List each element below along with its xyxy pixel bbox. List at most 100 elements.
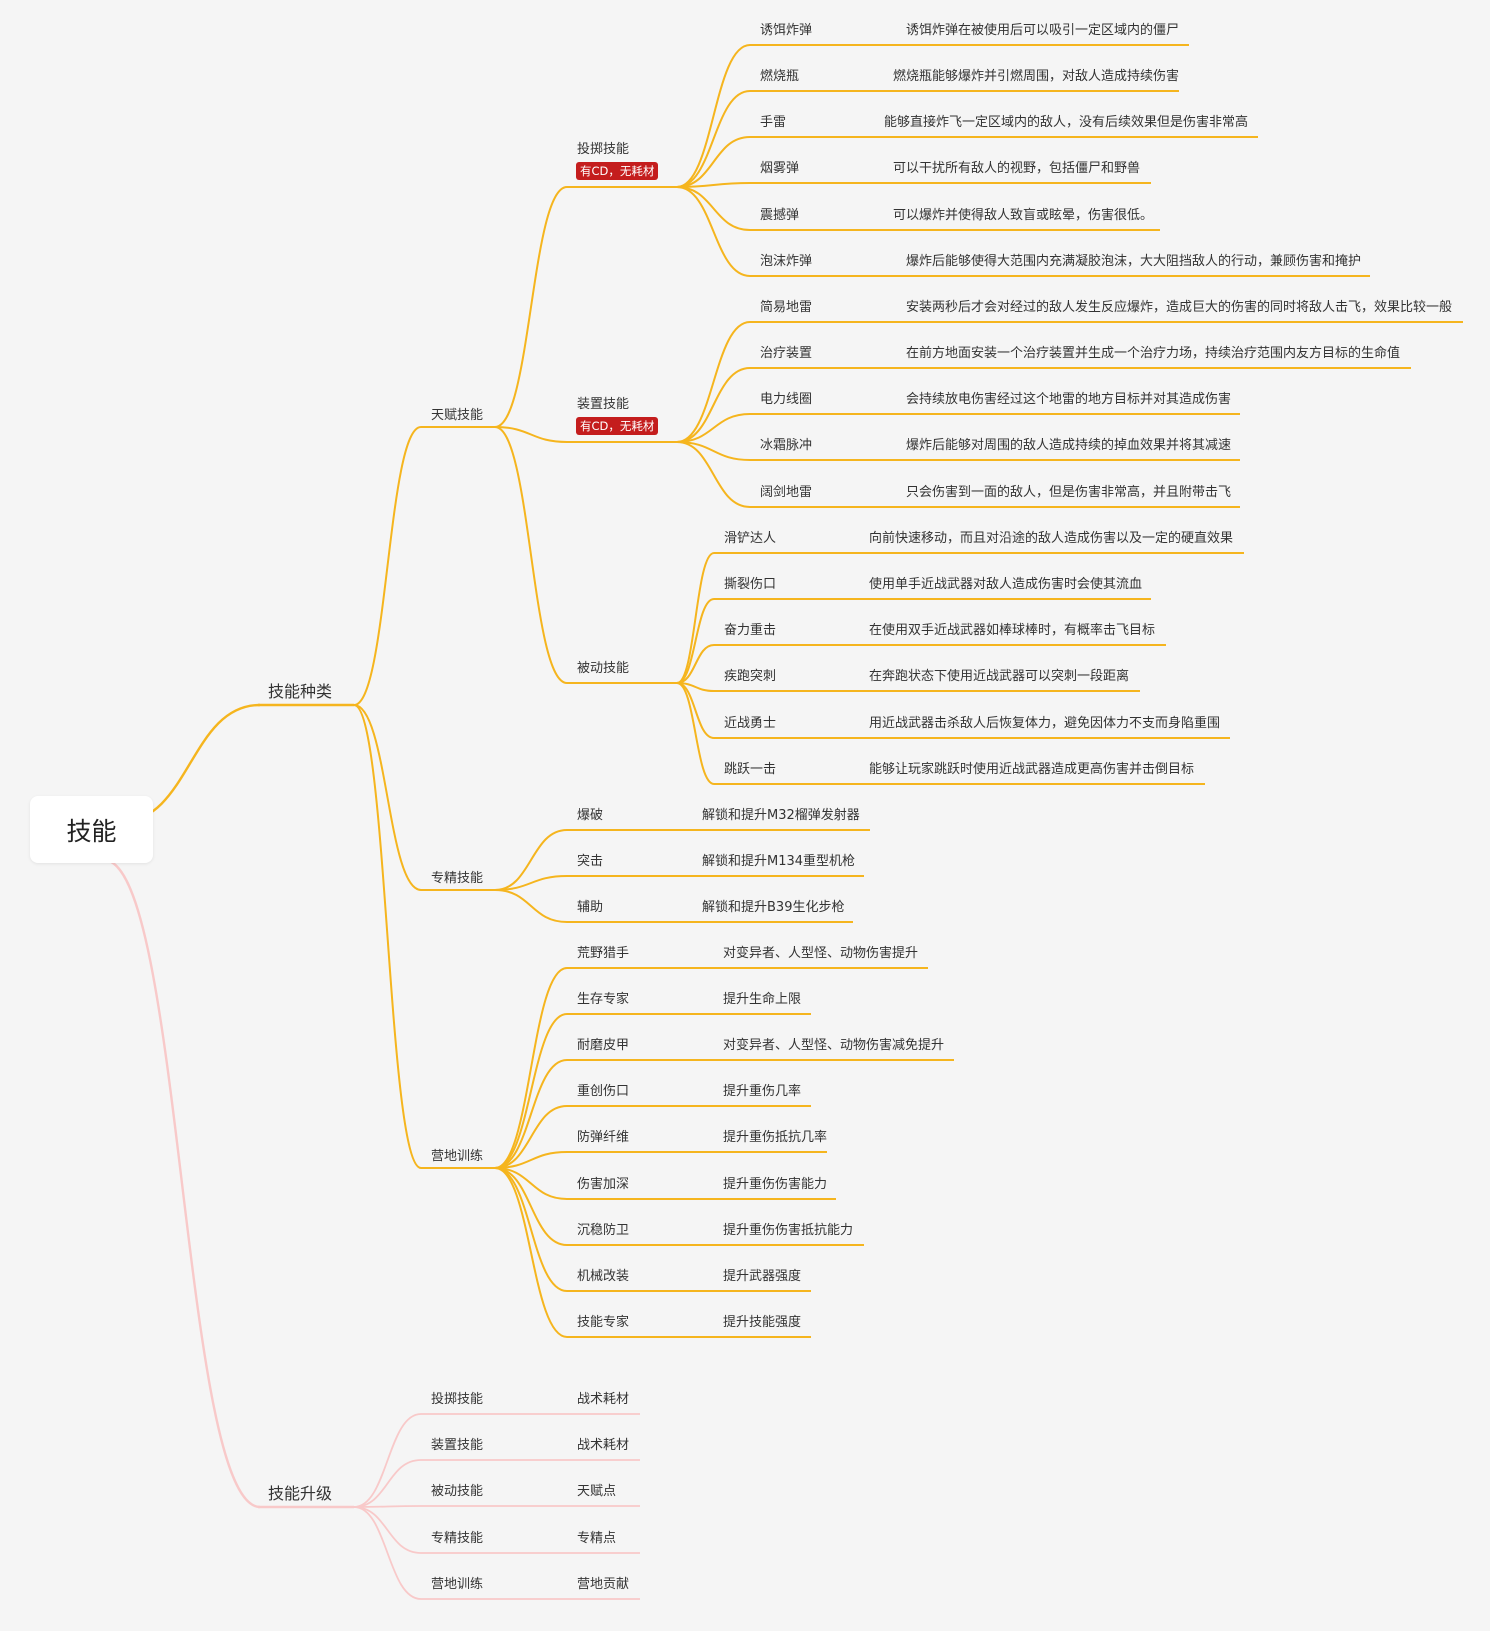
leaf-node[interactable]: 防弹纤维: [577, 1130, 630, 1145]
leaf-node[interactable]: 阔剑地雷: [760, 485, 813, 500]
leaf-node[interactable]: 生存专家: [577, 992, 630, 1007]
connector-curve: [676, 136, 751, 188]
connector-curve: [494, 426, 568, 443]
connector-curve: [676, 598, 715, 684]
connector-curve: [494, 1167, 568, 1200]
connector-curve: [494, 829, 568, 891]
leaf-node[interactable]: 营地训练: [431, 1577, 484, 1592]
connector-curve: [353, 426, 422, 706]
leaf-node[interactable]: 突击: [577, 854, 604, 869]
leaf-node[interactable]: 被动技能: [431, 1484, 484, 1499]
connector-curve: [353, 1413, 422, 1508]
connector-curve: [353, 1459, 422, 1508]
leaf-description: 在奔跑状态下使用近战武器可以突刺一段距离: [869, 669, 1130, 684]
leaf-node[interactable]: 撕裂伤口: [724, 577, 777, 592]
leaf-description: 使用单手近战武器对敌人造成伤害时会使其流血: [869, 577, 1143, 592]
leaf-node[interactable]: 荒野猎手: [577, 946, 630, 961]
leaf-node[interactable]: 装置技能: [431, 1438, 484, 1453]
connector-curve: [494, 1167, 568, 1246]
level2-node[interactable]: 营地训练: [431, 1149, 484, 1164]
leaf-node[interactable]: 手雷: [760, 115, 787, 130]
leaf-node[interactable]: 泡沫炸弹: [760, 254, 813, 269]
leaf-node[interactable]: 近战勇士: [724, 716, 777, 731]
connector-curve: [676, 644, 715, 684]
leaf-description: 爆炸后能够使得大范围内充满凝胶泡沫，大大阻挡敌人的行动，兼顾伤害和掩护: [906, 254, 1362, 269]
leaf-description: 解锁和提升M32榴弹发射器: [702, 808, 860, 823]
connector-curve: [353, 704, 422, 1169]
connector-curve: [494, 875, 568, 891]
connector-curve: [353, 1506, 422, 1600]
connector-curve: [494, 1059, 568, 1169]
leaf-description: 提升武器强度: [723, 1269, 802, 1284]
leaf-node[interactable]: 简易地雷: [760, 300, 813, 315]
level2-node[interactable]: 专精技能: [431, 871, 484, 886]
leaf-description: 只会伤害到一面的敌人，但是伤害非常高，并且附带击飞: [906, 485, 1232, 500]
connector-curve: [353, 704, 422, 891]
leaf-description: 能够让玩家跳跃时使用近战武器造成更高伤害并击倒目标: [869, 762, 1195, 777]
leaf-description: 对变异者、人型怪、动物伤害减免提升: [723, 1038, 945, 1053]
connector-curve: [676, 90, 751, 188]
connector-curve: [494, 889, 568, 923]
branch-curve-upgrade: [103, 858, 261, 1509]
leaf-description: 提升重伤几率: [723, 1084, 802, 1099]
leaf-node[interactable]: 沉稳防卫: [577, 1223, 630, 1238]
leaf-description: 可以干扰所有敌人的视野，包括僵尸和野兽: [893, 161, 1141, 176]
leaf-description: 战术耗材: [577, 1438, 630, 1453]
leaf-description: 爆炸后能够对周围的敌人造成持续的掉血效果并将其减速: [906, 438, 1232, 453]
leaf-description: 能够直接炸飞一定区域内的敌人，没有后续效果但是伤害非常高: [884, 115, 1249, 130]
leaf-node[interactable]: 电力线圈: [760, 392, 813, 407]
leaf-node[interactable]: 伤害加深: [577, 1177, 630, 1192]
leaf-description: 提升重伤伤害能力: [723, 1177, 828, 1192]
root-label: 技能: [66, 816, 117, 846]
leaf-description: 营地贡献: [577, 1577, 630, 1592]
leaf-node[interactable]: 技能专家: [577, 1315, 630, 1330]
leaf-description: 提升生命上限: [723, 992, 802, 1007]
connector-curve: [676, 441, 751, 508]
leaf-description: 燃烧瓶能够爆炸并引燃周围，对敌人造成持续伤害: [893, 69, 1180, 84]
connector-curve: [676, 186, 751, 277]
leaf-node[interactable]: 投掷技能: [431, 1392, 484, 1407]
leaf-node[interactable]: 奋力重击: [724, 623, 777, 638]
leaf-node[interactable]: 重创伤口: [577, 1084, 630, 1099]
leaf-node[interactable]: 滑铲达人: [724, 531, 777, 546]
connector-curve: [676, 552, 715, 684]
leaf-node[interactable]: 耐磨皮甲: [577, 1038, 630, 1053]
root-node[interactable]: 技能: [30, 796, 153, 863]
leaf-description: 解锁和提升M134重型机枪: [702, 854, 856, 869]
connector-curve: [676, 441, 751, 461]
leaf-node[interactable]: 机械改装: [577, 1269, 630, 1284]
leaf-description: 在使用双手近战武器如棒球棒时，有概率击飞目标: [869, 623, 1156, 638]
cd-tag-badge: 有CD，无耗材: [576, 162, 659, 180]
leaf-node[interactable]: 冰霜脉冲: [760, 438, 813, 453]
leaf-description: 诱饵炸弹在被使用后可以吸引一定区域内的僵尸: [906, 23, 1180, 38]
leaf-node[interactable]: 震撼弹: [760, 208, 800, 223]
leaf-node[interactable]: 治疗装置: [760, 346, 813, 361]
leaf-node[interactable]: 诱饵炸弹: [760, 23, 813, 38]
connector-curve: [676, 682, 715, 785]
leaf-node[interactable]: 专精技能: [431, 1531, 484, 1546]
level1-node-skill-types[interactable]: 技能种类: [268, 682, 333, 701]
leaf-node[interactable]: 燃烧瓶: [760, 69, 800, 84]
level3-node[interactable]: 被动技能: [577, 661, 630, 676]
connector-curve: [676, 44, 751, 188]
connector-curve: [676, 413, 751, 443]
leaf-description: 对变异者、人型怪、动物伤害提升: [723, 946, 919, 961]
level2-node[interactable]: 天赋技能: [431, 408, 484, 423]
connector-curve: [494, 1167, 568, 1292]
leaf-description: 天赋点: [577, 1484, 617, 1499]
level3-node[interactable]: 投掷技能: [577, 142, 630, 157]
leaf-node[interactable]: 辅助: [577, 900, 604, 915]
connector-curve: [494, 1105, 568, 1169]
level3-node[interactable]: 装置技能: [577, 397, 630, 412]
connector-curve: [353, 1505, 422, 1508]
leaf-node[interactable]: 疾跑突刺: [724, 669, 777, 684]
cd-tag-badge: 有CD，无耗材: [576, 417, 659, 435]
connector-curve: [494, 967, 568, 1169]
leaf-node[interactable]: 爆破: [577, 808, 604, 823]
leaf-node[interactable]: 跳跃一击: [724, 762, 777, 777]
leaf-description: 战术耗材: [577, 1392, 630, 1407]
leaf-description: 提升重伤伤害抵抗能力: [723, 1223, 854, 1238]
leaf-node[interactable]: 烟雾弹: [760, 161, 800, 176]
level1-node-skill-upgrade[interactable]: 技能升级: [268, 1484, 333, 1503]
connector-curve: [676, 367, 751, 443]
